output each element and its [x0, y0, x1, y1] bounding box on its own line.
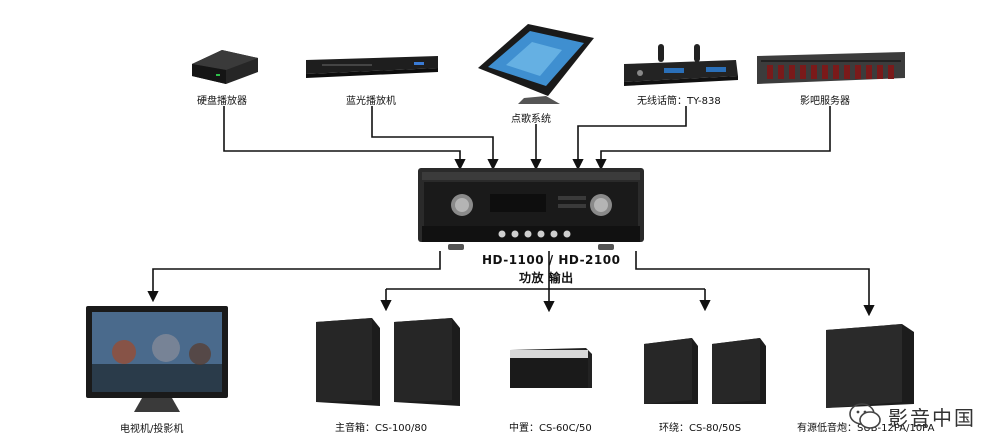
amplifier-model-label: HD-1100 / HD-2100 — [482, 253, 621, 267]
drive-bay — [811, 65, 817, 79]
drive-bay — [855, 65, 861, 79]
main-speaker-label: 主音箱：CS-100/80 — [335, 423, 428, 434]
drive-bay — [844, 65, 850, 79]
amp-button-icon — [524, 230, 532, 238]
power-led-icon — [216, 74, 220, 76]
drive-bay — [789, 65, 795, 79]
center-speaker-device — [510, 348, 592, 388]
drive-bay — [877, 65, 883, 79]
wireless-mic-device — [624, 44, 738, 86]
main-speaker-device — [316, 318, 460, 406]
ktv-server-device — [757, 52, 905, 84]
surround-speaker-device — [644, 338, 766, 404]
hdd-player-label: 硬盘播放器 — [197, 96, 247, 107]
ktv-server-label: 影吧服务器 — [800, 96, 850, 107]
subwoofer-label: 有源低音炮：SUB-12PA/10PA — [797, 423, 935, 434]
drive-bay — [767, 65, 773, 79]
tv-projector-device — [86, 306, 228, 412]
surround-speaker-label: 环绕：CS-80/50S — [659, 423, 742, 434]
watermark-text: 影音中国 — [888, 405, 976, 430]
amplifier-device — [418, 168, 644, 250]
drive-bay — [800, 65, 806, 79]
amp-button-icon — [550, 230, 558, 238]
center-speaker-label: 中置：CS-60C/50 — [509, 423, 592, 434]
wireless-mic-label: 无线话筒：TY-838 — [637, 96, 721, 107]
bluray-player-device — [306, 56, 438, 78]
amp-button-icon — [511, 230, 519, 238]
tv-projector-label: 电视机/投影机 — [120, 424, 184, 435]
wechat-icon — [849, 403, 881, 429]
subwoofer-device — [826, 324, 914, 408]
wire-amp-to-subwoofer — [635, 251, 875, 317]
drive-bay — [888, 65, 894, 79]
song-system-label: 点歌系统 — [511, 114, 551, 125]
wire-mic-to-amp — [572, 106, 687, 171]
drive-bay — [822, 65, 828, 79]
wire-bluray-to-amp — [371, 106, 499, 171]
drive-bay — [866, 65, 872, 79]
hdd-player-device — [192, 50, 258, 84]
wire-amp-to-tv — [147, 251, 441, 303]
amplifier-function-label: 功放 输出 — [519, 271, 574, 285]
amp-button-icon — [537, 230, 545, 238]
bluray-player-label: 蓝光播放机 — [346, 96, 396, 107]
wire-hdd-to-amp — [223, 106, 466, 171]
song-system-device — [478, 24, 594, 104]
amp-button-icon — [498, 230, 506, 238]
wire-server-to-amp — [595, 106, 831, 171]
watermark: 影音中国 — [848, 401, 976, 431]
drive-bay — [778, 65, 784, 79]
drive-bay — [833, 65, 839, 79]
amp-button-icon — [563, 230, 571, 238]
